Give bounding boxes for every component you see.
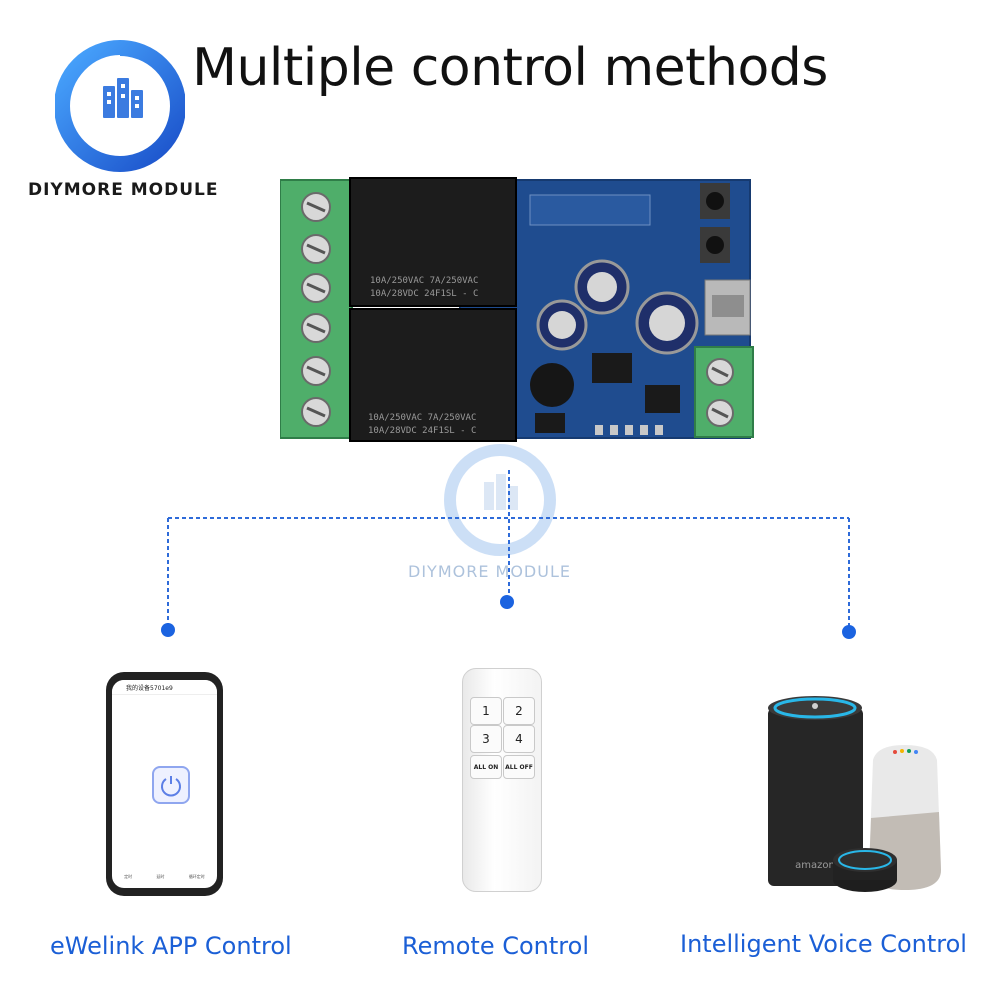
page-title: Multiple control methods [192, 38, 828, 98]
remote-button-1[interactable]: 1 [470, 697, 502, 725]
phone-screen: 我的设备5701e9 定时 延时 循环定时 [112, 680, 217, 888]
phone-tab-delay[interactable]: 延时 [156, 874, 165, 879]
watermark-logo-icon [444, 444, 556, 556]
smart-speaker-icon: amazon [768, 696, 941, 892]
brand-logo-icon [55, 40, 185, 172]
connector-dot-app [161, 623, 175, 637]
watermark-text: DIYMORE MODULE [408, 562, 571, 581]
remote-control-icon: 1 2 3 4 ALL ON ALL OFF [462, 668, 542, 892]
phone-tabbar: 定时 延时 循环定时 [112, 862, 217, 884]
remote-button-2[interactable]: 2 [503, 697, 535, 725]
speaker-brand-label: amazon [795, 860, 835, 871]
remote-button-4[interactable]: 4 [503, 725, 535, 753]
caption-remote-control: Remote Control [402, 932, 589, 960]
phone-device-name: 我的设备5701e9 [126, 685, 173, 692]
relay-2-spec-line-2: 10A/28VDC 24F1SL - C [368, 426, 476, 436]
phone-header: 我的设备5701e9 [112, 680, 217, 695]
remote-button-3[interactable]: 3 [470, 725, 502, 753]
connector-dot-remote [500, 595, 514, 609]
relay-2-spec-line-1: 10A/250VAC 7A/250VAC [368, 413, 476, 423]
relay-1-spec-line-1: 10A/250VAC 7A/250VAC [370, 276, 478, 286]
remote-button-all-off[interactable]: ALL OFF [503, 755, 535, 779]
caption-voice-control: Intelligent Voice Control [680, 930, 967, 958]
brand-name: DIYMORE MODULE [28, 180, 219, 200]
connector-dot-voice [842, 625, 856, 639]
caption-app-control: eWelink APP Control [50, 932, 292, 960]
phone-power-button[interactable] [152, 766, 190, 804]
smartphone-icon: 我的设备5701e9 定时 延时 循环定时 [106, 672, 223, 896]
power-icon [161, 776, 181, 797]
relay-board-image: 10A/250VAC 7A/250VAC 10A/28VDC 24F1SL - … [280, 177, 754, 442]
phone-tab-loop[interactable]: 循环定时 [188, 874, 205, 879]
relay-1-spec-line-2: 10A/28VDC 24F1SL - C [370, 289, 478, 299]
phone-tab-timer[interactable]: 定时 [124, 874, 133, 879]
remote-button-all-on[interactable]: ALL ON [470, 755, 502, 779]
